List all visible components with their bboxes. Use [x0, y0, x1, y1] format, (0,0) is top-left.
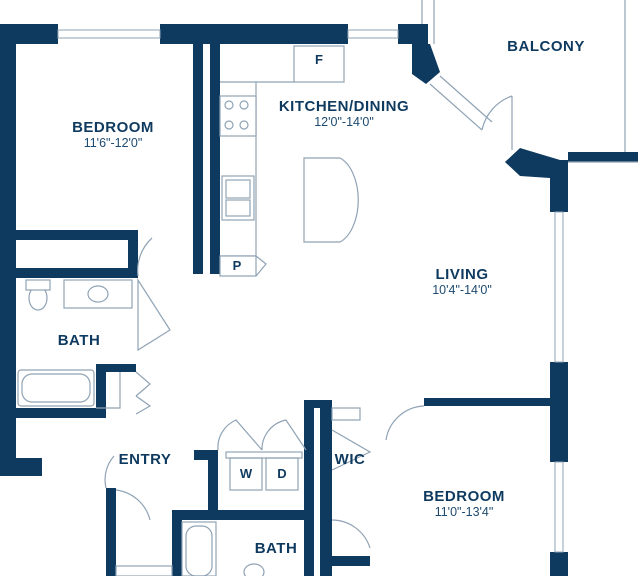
bath2-name: BATH: [254, 540, 298, 557]
living-label: LIVING 10'4"-14'0": [432, 266, 492, 297]
living-dims: 10'4"-14'0": [432, 283, 492, 297]
living-name: LIVING: [435, 266, 489, 283]
laundry-fixtures: [225, 451, 303, 491]
pantry-label: P: [232, 258, 242, 273]
fridge-label: F: [315, 52, 323, 67]
bath1-name: BATH: [57, 332, 101, 349]
kitchen-fixtures: [219, 45, 359, 277]
walls: [0, 24, 638, 576]
entry-label: ENTRY: [119, 451, 172, 468]
doors: [104, 237, 425, 549]
entry-name: ENTRY: [118, 451, 172, 468]
kitchen-label: KITCHEN/DINING 12'0"-14'0": [279, 98, 409, 129]
windows: [57, 0, 638, 553]
bedroom2-name: BEDROOM: [423, 488, 505, 505]
washer-label: W: [239, 466, 253, 481]
bath1-label: BATH: [58, 332, 101, 349]
balcony-label: BALCONY: [507, 38, 585, 55]
bedroom1-dims: 11'6"-12'0": [83, 136, 143, 150]
wic-name: WIC: [334, 451, 366, 468]
bedroom1-name: BEDROOM: [72, 119, 154, 136]
kitchen-name: KITCHEN/DINING: [278, 98, 410, 115]
dryer-label: D: [277, 466, 287, 481]
bath2-fixtures: [115, 407, 361, 576]
bath1-fixtures: [17, 279, 133, 409]
wic-label: WIC: [335, 451, 366, 468]
balcony-name: BALCONY: [507, 38, 585, 55]
bath2-label: BATH: [255, 540, 298, 557]
bedroom1-label: BEDROOM 11'6"-12'0": [72, 119, 154, 150]
kitchen-dims: 12'0"-14'0": [314, 115, 374, 129]
bedroom2-label: BEDROOM 11'0"-13'4": [423, 488, 505, 519]
bedroom2-dims: 11'0"-13'4": [434, 505, 494, 519]
